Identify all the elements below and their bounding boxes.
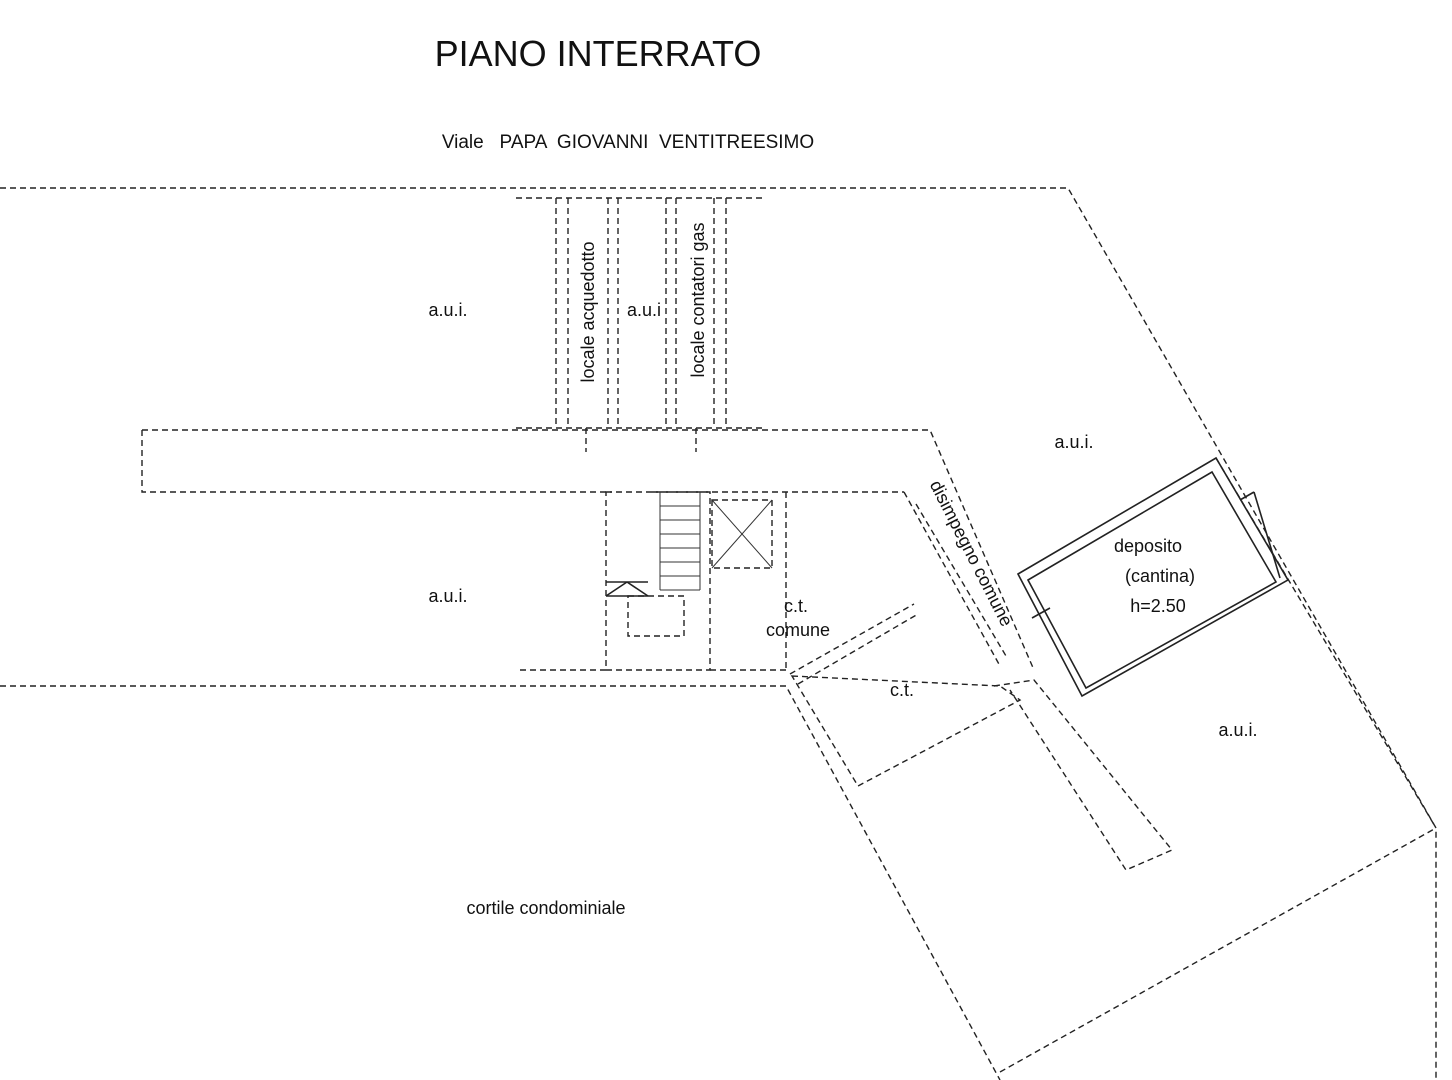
room-label-ct: c.t. (890, 680, 914, 700)
ct-room-wall (789, 603, 915, 675)
room-label-disimpegno-comune: disimpegno comune (926, 477, 1017, 630)
right-block-diagonal (999, 827, 1437, 1073)
lift-shaft (711, 499, 773, 569)
disimpegno-passage (993, 679, 1174, 871)
right-block-divider (1215, 457, 1437, 829)
room-label-aui-top-left: a.u.i. (428, 300, 467, 320)
outer-boundary-top (0, 187, 1437, 1080)
room-label-ct-comune-2: comune (766, 620, 830, 640)
room-label-deposito-2: (cantina) (1125, 566, 1195, 586)
ct-room-outline (790, 675, 1022, 787)
street-name: Viale PAPA GIOVANNI VENTITREESIMO (442, 132, 814, 153)
corridor-lower-edge (141, 430, 612, 493)
room-label-aui-right-top: a.u.i. (1054, 432, 1093, 452)
room-label-aui-right-bottom: a.u.i. (1218, 720, 1257, 740)
ct-room-wall (797, 613, 919, 685)
corridor-outline (142, 429, 1035, 671)
stair-treads (659, 492, 701, 591)
room-label-cortile-condominiale: cortile condominiale (466, 898, 625, 918)
room-label-deposito-1: deposito (1114, 536, 1182, 556)
room-label-aui-narrow: a.u.i (627, 300, 661, 320)
room-label-ct-comune-1: c.t. (784, 596, 808, 616)
stair-core (605, 491, 711, 671)
room-label-locale-contatori-gas: locale contatori gas (688, 222, 708, 377)
room-label-deposito-3: h=2.50 (1130, 596, 1186, 616)
stair-landing-mark (605, 581, 649, 597)
disimpegno-wall (903, 491, 1001, 667)
room-label-locale-acquedotto: locale acquedotto (578, 241, 598, 382)
room-label-aui-mid-left: a.u.i. (428, 586, 467, 606)
plan-title: PIANO INTERRATO (435, 33, 762, 74)
stair-well (627, 595, 685, 637)
outer-boundary-bottom (0, 685, 1001, 1080)
